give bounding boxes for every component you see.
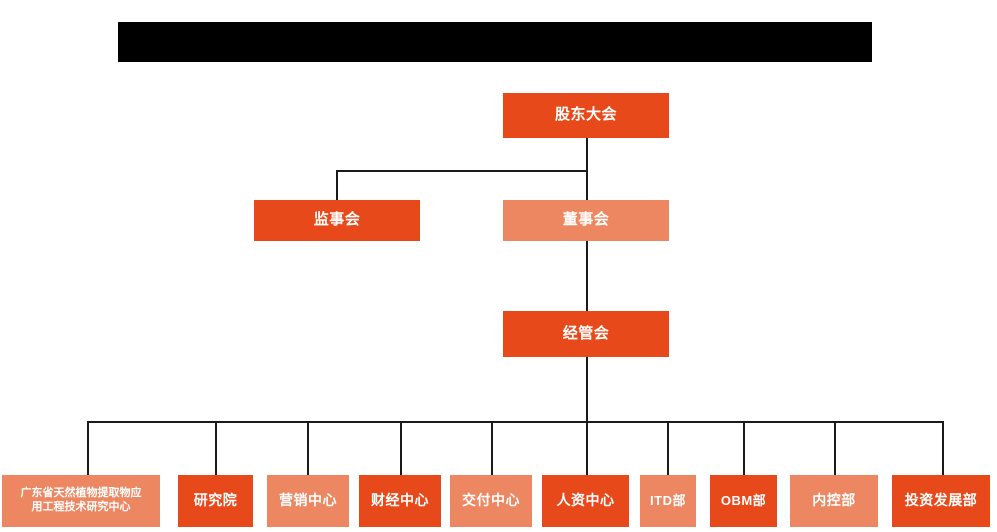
node-internal-control-dept[interactable]: 内控部: [790, 475, 878, 527]
connector-drop-research-institute: [215, 421, 217, 475]
node-label-gd-research-center: 广东省天然植物提取物应 用工程技术研究中心: [21, 487, 142, 515]
connector-drop-obm-dept: [743, 421, 745, 475]
connector-level2-bar: [336, 170, 588, 172]
connector-shareholders-stem: [586, 138, 588, 171]
connector-to-supervisors: [336, 170, 338, 200]
node-label-line-2: 用工程技术研究中心: [31, 501, 131, 513]
node-label-hr-center: 人资中心: [556, 492, 615, 509]
node-delivery-center[interactable]: 交付中心: [450, 475, 532, 527]
node-label-supervisors: 监事会: [313, 211, 361, 229]
node-label-obm-dept: OBM部: [720, 492, 767, 508]
node-supervisors[interactable]: 监事会: [254, 200, 420, 241]
connector-drop-internal-control-dept: [834, 421, 836, 475]
node-marketing-center[interactable]: 营销中心: [267, 475, 349, 527]
node-label-shareholders: 股东大会: [554, 106, 617, 124]
connector-drop-delivery-center: [491, 421, 493, 475]
node-label-finance-center: 财经中心: [371, 492, 429, 509]
node-obm-dept[interactable]: OBM部: [710, 475, 777, 527]
node-label-marketing-center: 营销中心: [279, 492, 337, 509]
connector-departments-bar: [87, 421, 944, 423]
node-label-line-1: 广东省天然植物提取物应: [20, 487, 142, 500]
node-gd-research-center[interactable]: 广东省天然植物提取物应 用工程技术研究中心: [2, 475, 160, 527]
redacted-title-bar: [118, 22, 872, 62]
connector-directors-to-management: [586, 241, 588, 311]
connector-drop-itd-dept: [667, 421, 669, 475]
node-label-investment-dev-dept: 投资发展部: [904, 492, 978, 509]
node-label-management: 经管会: [562, 324, 610, 342]
connector-drop-marketing-center: [307, 421, 309, 475]
connector-drop-investment-dev-dept: [942, 421, 944, 475]
node-investment-dev-dept[interactable]: 投资发展部: [892, 475, 990, 527]
node-directors[interactable]: 董事会: [503, 200, 669, 241]
connector-drop-finance-center: [400, 421, 402, 475]
connector-drop-hr-center: [586, 421, 588, 475]
node-hr-center[interactable]: 人资中心: [542, 475, 629, 527]
node-label-itd-dept: ITD部: [650, 492, 686, 508]
node-itd-dept[interactable]: ITD部: [640, 475, 696, 527]
node-label-delivery-center: 交付中心: [462, 492, 520, 509]
node-label-internal-control-dept: 内控部: [812, 492, 856, 509]
node-finance-center[interactable]: 财经中心: [359, 475, 441, 527]
node-shareholders[interactable]: 股东大会: [503, 93, 669, 138]
connector-to-directors: [586, 170, 588, 200]
node-label-research-institute: 研究院: [193, 492, 238, 509]
connector-drop-gd-research-center: [87, 421, 89, 475]
connector-management-stem: [586, 357, 588, 422]
node-label-directors: 董事会: [562, 211, 610, 229]
node-management[interactable]: 经管会: [503, 311, 669, 357]
node-research-institute[interactable]: 研究院: [178, 475, 253, 527]
